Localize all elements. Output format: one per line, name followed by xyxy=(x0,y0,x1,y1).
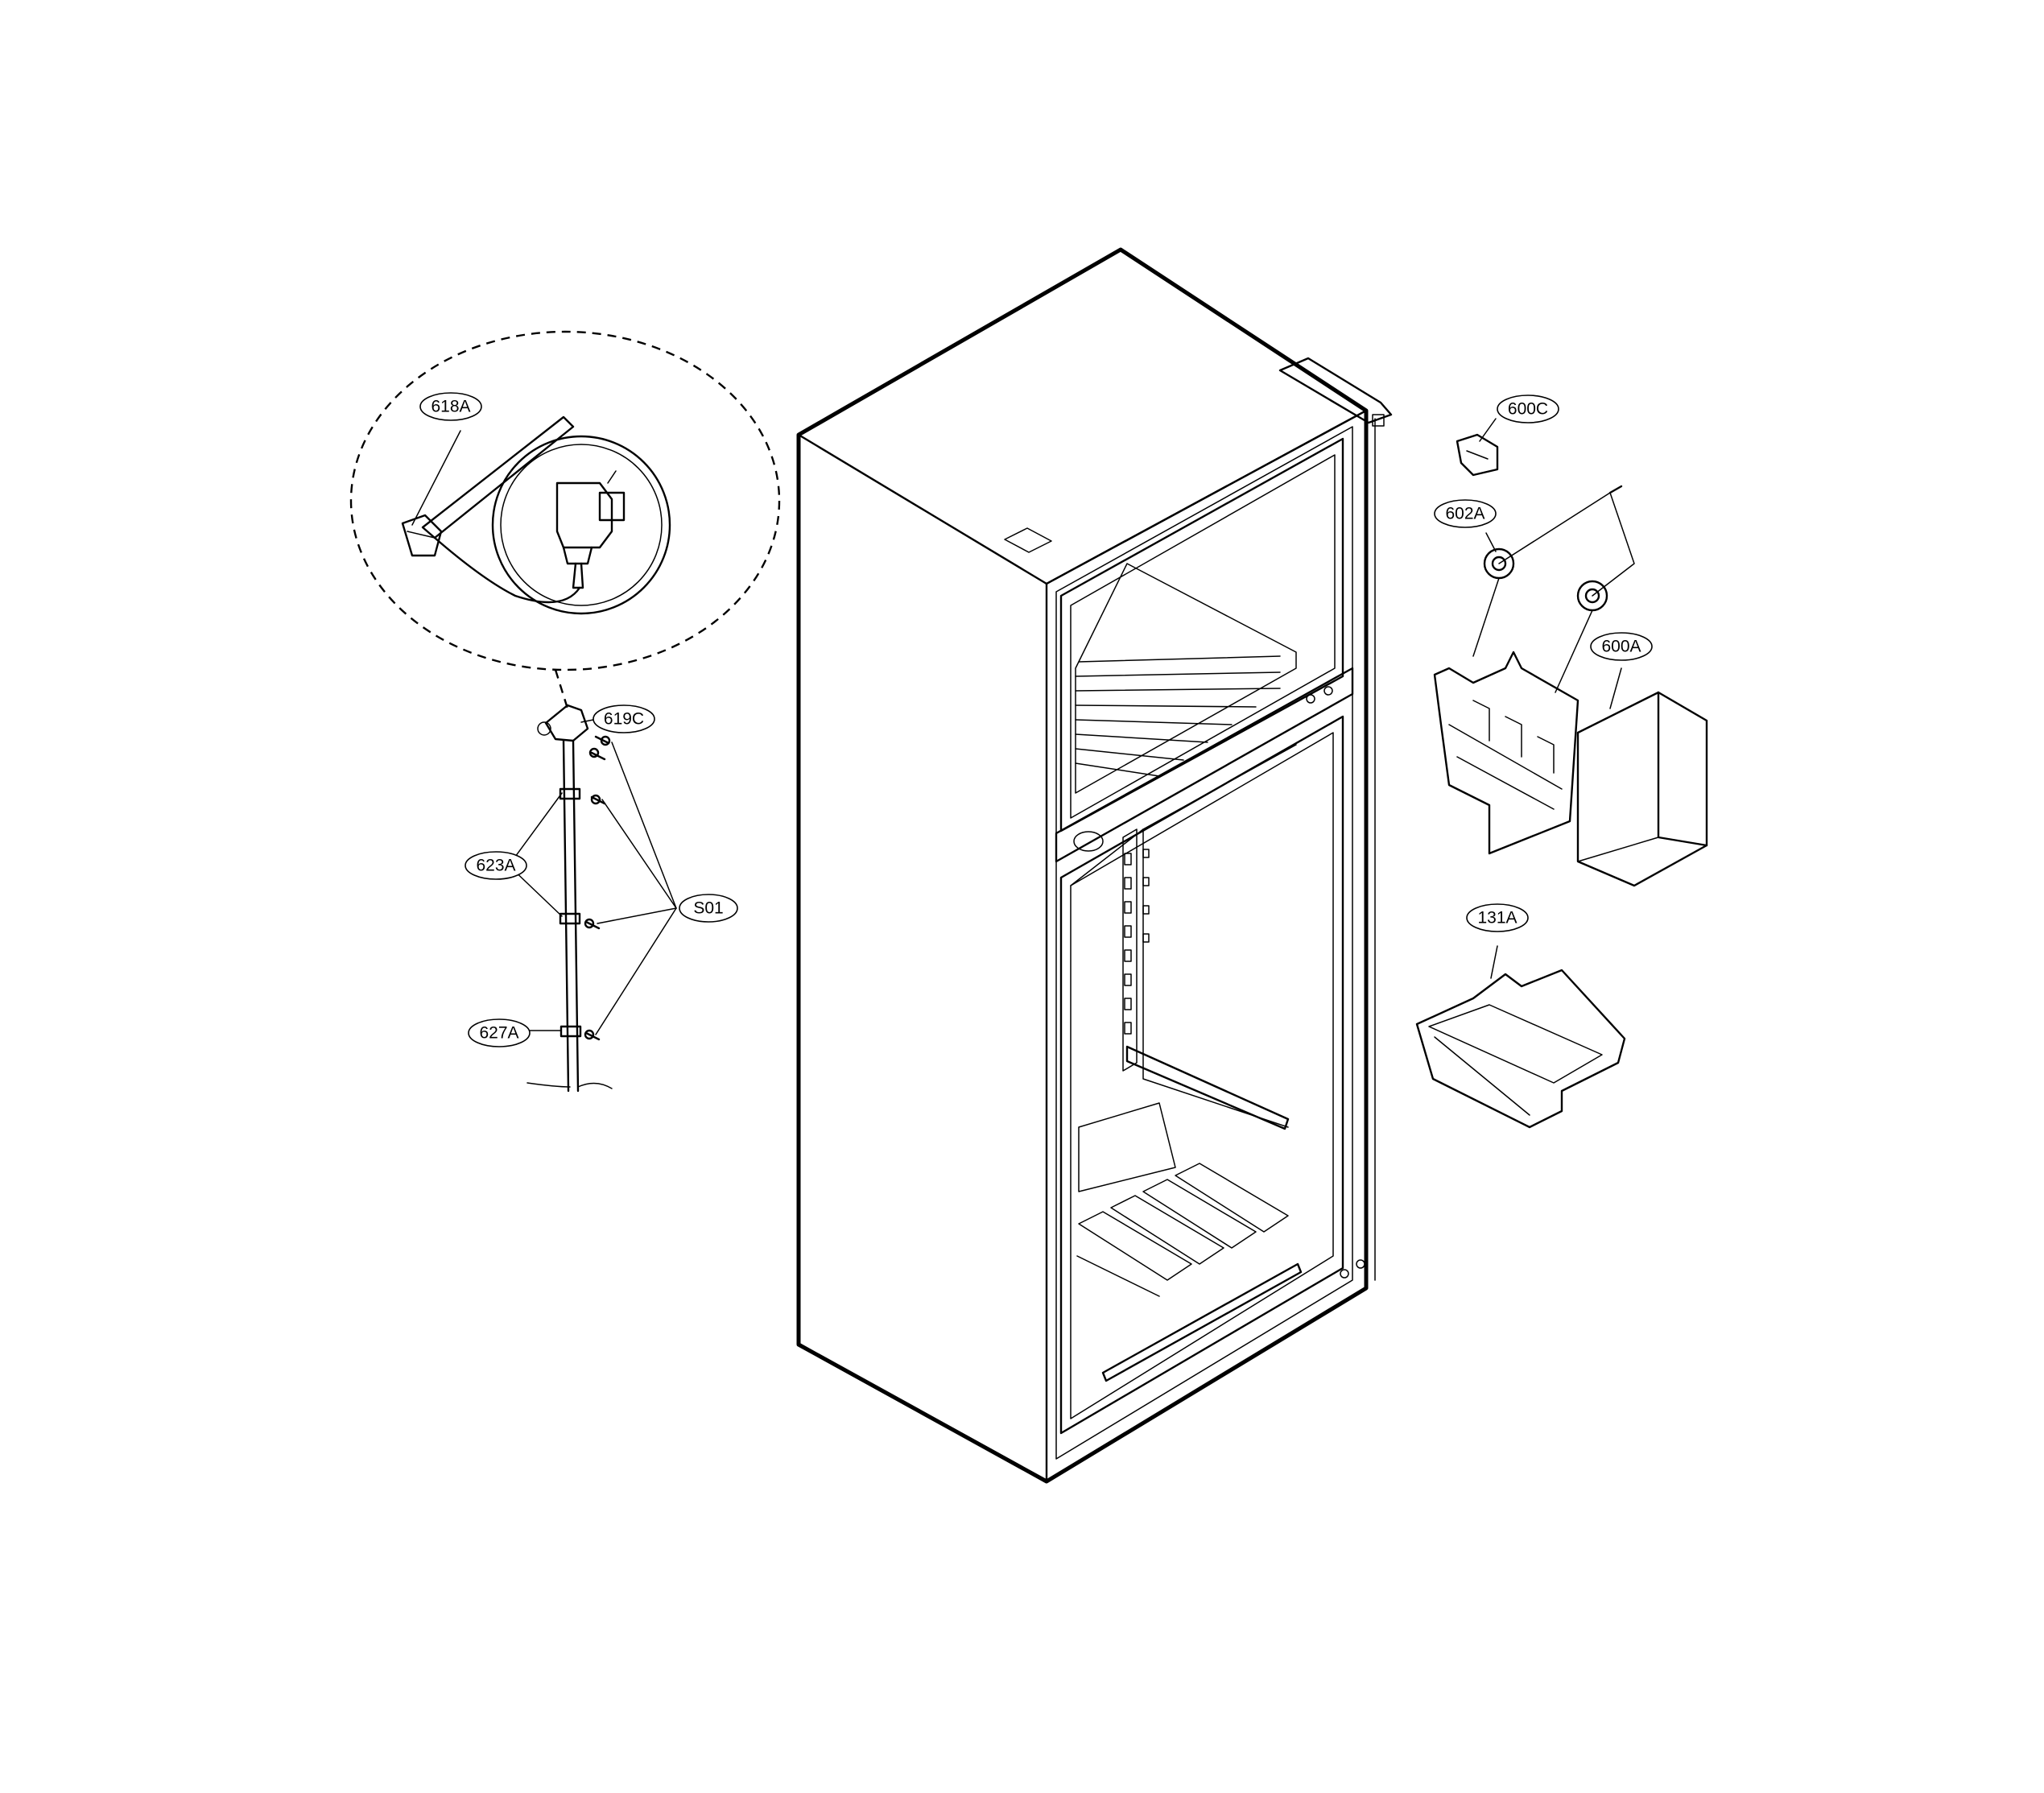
callout-602A: 602A xyxy=(1434,499,1497,528)
callout-131A-text: 131A xyxy=(1477,909,1517,927)
callout-131A: 131A xyxy=(1466,903,1529,932)
callout-623A-text: 623A xyxy=(476,857,515,875)
callout-602A-text: 602A xyxy=(1445,505,1484,523)
ice-maker-assembly xyxy=(1415,418,1708,1129)
callout-600C-text: 600C xyxy=(1508,400,1548,419)
callout-600C: 600C xyxy=(1497,395,1559,423)
refrigerator-cabinet xyxy=(796,247,1393,1484)
callout-S01: S01 xyxy=(679,894,738,923)
callout-619C-text: 619C xyxy=(604,710,644,729)
callout-618A-text: 618A xyxy=(431,398,470,416)
callout-S01-text: S01 xyxy=(693,899,723,918)
ice-bin xyxy=(1415,969,1626,1129)
detail-circle xyxy=(349,330,781,671)
callout-600A-text: 600A xyxy=(1601,638,1641,656)
callout-627A: 627A xyxy=(468,1018,531,1047)
callout-619C: 619C xyxy=(593,704,655,733)
bracket-600C xyxy=(1456,433,1499,477)
water-line-assembly xyxy=(349,330,781,1093)
callout-600A: 600A xyxy=(1590,632,1653,661)
callout-618A: 618A xyxy=(419,392,482,421)
callout-623A: 623A xyxy=(465,851,527,880)
callout-627A-text: 627A xyxy=(479,1024,518,1043)
